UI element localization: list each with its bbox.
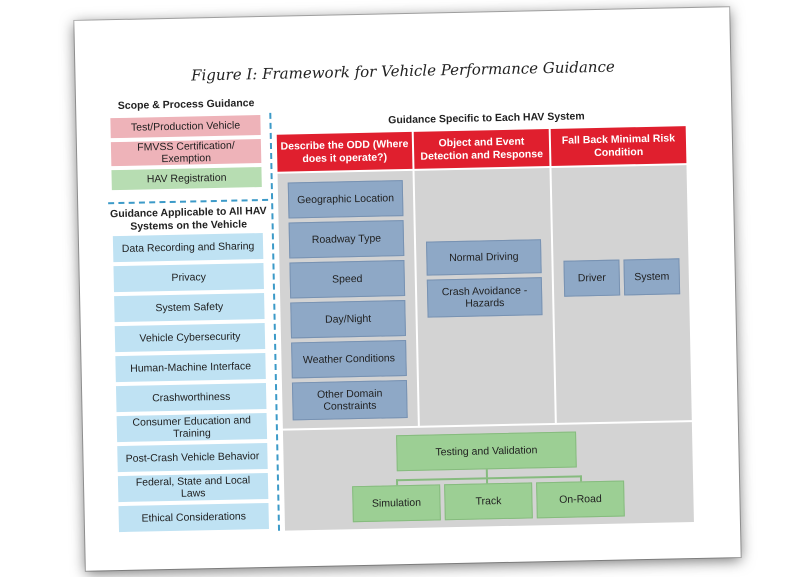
oedr-item-crash-avoidance: Crash Avoidance - Hazards — [426, 277, 543, 318]
fallback-item-system: System — [623, 258, 681, 296]
scope-item-fmvss: FMVSS Certification/ Exemption — [110, 139, 262, 167]
odd-item-speed: Speed — [289, 260, 406, 299]
applicable-item-hmi: Human-Machine Interface — [115, 352, 266, 383]
applicable-item-cybersecurity: Vehicle Cybersecurity — [114, 322, 266, 353]
figure-title: Figure I: Framework for Vehicle Performa… — [190, 57, 615, 85]
column-header-fallback: Fall Back Minimal Risk Condition — [550, 126, 687, 166]
column-header-oedr: Object and Event Detection and Response — [413, 129, 550, 169]
fallback-item-driver: Driver — [563, 259, 621, 297]
testing-child-simulation: Simulation — [352, 484, 441, 523]
applicable-item-ethical: Ethical Considerations — [118, 502, 269, 533]
scope-item-hav-registration: HAV Registration — [111, 167, 262, 191]
odd-item-weather: Weather Conditions — [291, 340, 407, 379]
applicable-item-consumer-education: Consumer Education and Training — [116, 412, 268, 443]
odd-item-roadway: Roadway Type — [288, 220, 405, 259]
testing-child-track: Track — [444, 482, 533, 521]
section-divider — [108, 198, 269, 205]
applicable-heading: Guidance Applicable to All HAV Systems o… — [109, 204, 267, 233]
applicable-item-post-crash: Post-Crash Vehicle Behavior — [117, 442, 268, 473]
oedr-item-normal-driving: Normal Driving — [426, 239, 542, 276]
column-header-odd: Describe the ODD (Where does it operate?… — [276, 131, 413, 172]
applicable-item-data-recording: Data Recording and Sharing — [112, 233, 264, 263]
hav-specific-heading: Guidance Specific to Each HAV System — [388, 110, 585, 127]
document-page: Figure I: Framework for Vehicle Performa… — [74, 7, 741, 571]
odd-item-geographic: Geographic Location — [287, 180, 404, 219]
scope-heading: Scope & Process Guidance — [117, 97, 255, 113]
testing-child-on-road: On-Road — [536, 480, 625, 519]
applicable-item-laws: Federal, State and Local Laws — [117, 472, 269, 503]
scope-item-test-production: Test/Production Vehicle — [110, 115, 261, 139]
applicable-item-system-safety: System Safety — [114, 293, 265, 323]
applicable-item-privacy: Privacy — [113, 263, 264, 293]
testing-validation-box: Testing and Validation — [396, 431, 577, 472]
odd-item-day-night: Day/Night — [290, 300, 406, 339]
odd-item-other-constraints: Other Domain Constraints — [291, 380, 408, 421]
applicable-item-crashworthiness: Crashworthiness — [115, 382, 267, 413]
tree-connector — [485, 469, 488, 478]
